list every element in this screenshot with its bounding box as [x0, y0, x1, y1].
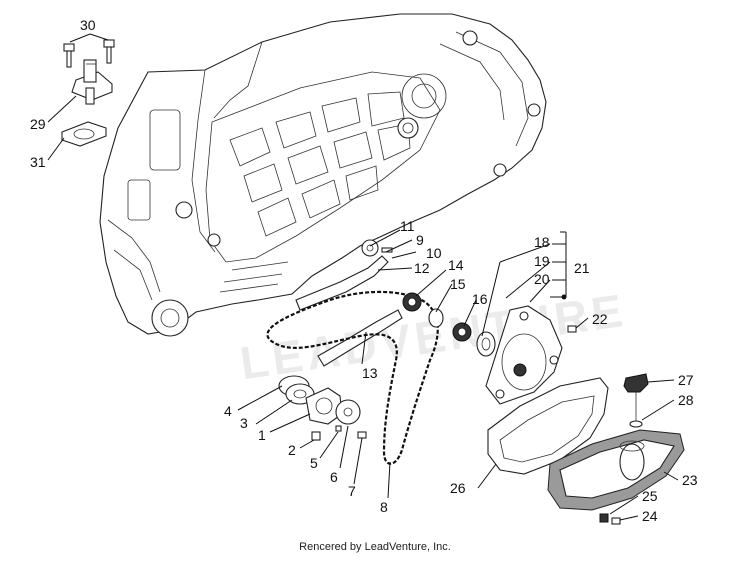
label-18: 18 [534, 234, 550, 250]
pump-cover [485, 305, 577, 405]
label-29: 29 [30, 116, 46, 132]
label-16: 16 [472, 291, 488, 307]
label-28: 28 [678, 392, 694, 408]
label-31: 31 [30, 154, 46, 170]
label-8: 8 [380, 499, 388, 515]
crankcase [99, 13, 547, 337]
label-30: 30 [80, 17, 96, 33]
label-10: 10 [426, 245, 442, 261]
sprocket-parts [361, 239, 496, 357]
credit-text: Rencered by LeadVenture, Inc. [299, 541, 451, 553]
label-7: 7 [348, 483, 356, 499]
label-5: 5 [310, 455, 318, 471]
label-27: 27 [678, 372, 694, 388]
label-24: 24 [642, 508, 658, 524]
gasket-26 [487, 377, 609, 475]
label-26: 26 [450, 480, 466, 496]
label-14: 14 [448, 257, 464, 273]
timing-chain [266, 290, 439, 465]
chain-guide-12 [295, 255, 389, 311]
label-21: 21 [574, 260, 590, 276]
part-labels: 30 29 31 11 9 10 12 14 15 16 18 19 20 21… [30, 17, 698, 524]
label-20: 20 [534, 271, 550, 287]
label-15: 15 [450, 276, 466, 292]
chain-guide-13 [317, 309, 403, 367]
label-9: 9 [416, 232, 424, 248]
label-22: 22 [592, 311, 608, 327]
label-11: 11 [400, 218, 415, 234]
label-2: 2 [288, 442, 296, 458]
oil-sump [547, 373, 685, 525]
label-12: 12 [414, 260, 430, 276]
oil-pump-parts [278, 375, 367, 441]
label-23: 23 [682, 472, 698, 488]
label-19: 19 [534, 253, 550, 269]
label-1: 1 [258, 427, 266, 443]
leader-lines [47, 33, 679, 521]
label-25: 25 [642, 488, 658, 504]
chain-tensioner-assembly [61, 39, 115, 147]
label-6: 6 [330, 469, 338, 485]
label-4: 4 [224, 403, 232, 419]
label-3: 3 [240, 415, 248, 431]
label-13: 13 [362, 365, 378, 381]
